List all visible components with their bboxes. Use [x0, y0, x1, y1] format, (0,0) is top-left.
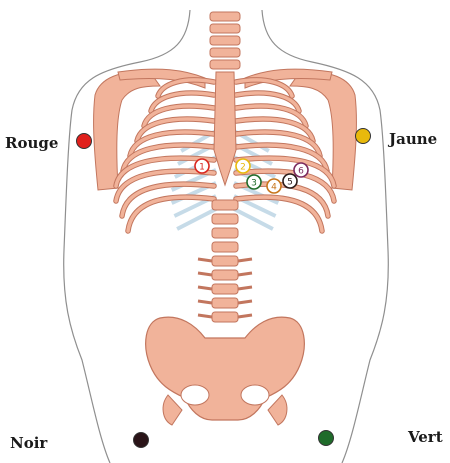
- right-rib-fill: [234, 130, 322, 158]
- right-rib-fill: [234, 143, 329, 173]
- right-rib-fill: [234, 117, 315, 143]
- transverse-process: [197, 271, 253, 277]
- electrode-v4: 4: [266, 178, 282, 194]
- transverse-process: [197, 257, 253, 263]
- vertebra: [211, 199, 239, 211]
- left-rib-fill: [120, 182, 216, 218]
- right-rib-fill: [234, 195, 324, 233]
- svg-text:2: 2: [240, 163, 246, 173]
- left-rib-fill: [135, 117, 216, 143]
- right-clavicle: [244, 68, 333, 89]
- vertebra: [211, 213, 239, 225]
- svg-text:6: 6: [298, 167, 304, 177]
- right-obturator: [240, 384, 270, 406]
- right-femur-head: [267, 394, 288, 426]
- left-rib-fill: [114, 156, 216, 188]
- electrode-v2: 2: [235, 158, 251, 174]
- electrode-noir: [133, 432, 149, 448]
- right-rib-fill: [234, 104, 308, 128]
- body-outline: [63, 9, 389, 463]
- right-humerus: [289, 71, 357, 191]
- electrode-jaune: [355, 128, 371, 144]
- electrode-v5: 5: [282, 173, 298, 189]
- left-humerus: [93, 71, 161, 191]
- label-vert: Vert: [408, 428, 443, 446]
- right-rib-fill: [234, 91, 301, 113]
- svg-text:1: 1: [199, 163, 205, 173]
- left-clavicle: [117, 68, 206, 89]
- cervical-vertebra: [209, 35, 241, 46]
- cervical-vertebra: [209, 47, 241, 58]
- left-rib-fill: [149, 91, 216, 113]
- transverse-process: [197, 285, 253, 291]
- right-rib-fill: [234, 78, 294, 98]
- svg-text:5: 5: [287, 178, 293, 188]
- electrode-vert: [318, 430, 334, 446]
- svg-text:3: 3: [251, 179, 257, 189]
- lumbar-spine: [197, 199, 253, 323]
- left-rib-fill: [121, 143, 216, 173]
- electrode-v3: 3: [246, 174, 262, 190]
- electrode-v1: 1: [194, 158, 210, 174]
- left-rib-fill: [142, 104, 216, 128]
- electrode-v6: 6: [293, 162, 309, 178]
- left-costal-cartilage: [176, 207, 217, 231]
- left-obturator: [180, 384, 210, 406]
- svg-text:4: 4: [271, 183, 277, 193]
- label-jaune: Jaune: [389, 130, 438, 148]
- left-rib-fill: [156, 78, 216, 98]
- left-femur-head: [162, 394, 183, 426]
- transverse-process: [197, 313, 253, 319]
- right-rib-fill: [234, 156, 336, 188]
- cervical-vertebra: [209, 59, 241, 70]
- cervical-vertebra: [209, 23, 241, 34]
- vertebra: [211, 241, 239, 253]
- left-rib-fill: [126, 195, 216, 233]
- electrode-rouge: [76, 133, 92, 149]
- sternum: [213, 71, 237, 187]
- label-noir: Noir: [10, 434, 48, 452]
- vertebra: [211, 227, 239, 239]
- left-rib-fill: [128, 130, 216, 158]
- transverse-process: [197, 299, 253, 305]
- left-rib-fill: [114, 169, 216, 203]
- label-rouge: Rouge: [5, 134, 59, 152]
- cervical-spine: [209, 11, 241, 70]
- right-costal-cartilage: [233, 207, 274, 231]
- cervical-vertebra: [209, 11, 241, 22]
